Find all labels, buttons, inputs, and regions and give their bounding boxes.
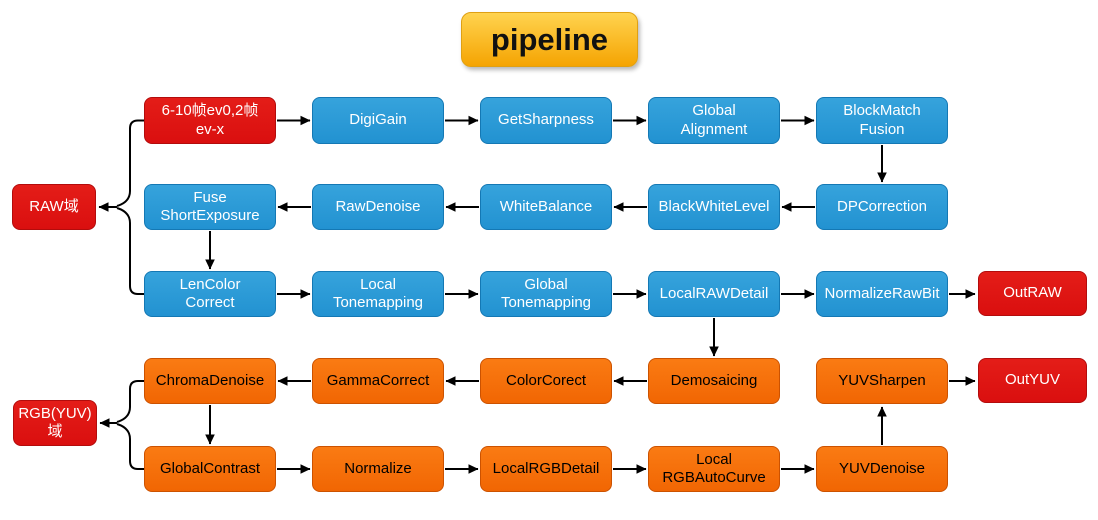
node-rgb-yuv-domain: RGB(YUV) 域 [13,400,97,446]
node-demosaicing: Demosaicing [648,358,780,404]
node-digigain: DigiGain [312,97,444,144]
node-getsharpness: GetSharpness [480,97,612,144]
node-blackwhitelevel: BlackWhiteLevel [648,184,780,230]
node-localrawdetail: LocalRAWDetail [648,271,780,317]
node-fuse-short-exposure: Fuse ShortExposure [144,184,276,230]
node-local-tonemapping: Local Tonemapping [312,271,444,317]
node-global-tonemapping: Global Tonemapping [480,271,612,317]
node-input-frames: 6-10帧ev0,2帧 ev-x [144,97,276,144]
node-lencolor-correct: LenColor Correct [144,271,276,317]
node-colorcorect: ColorCorect [480,358,612,404]
node-global-alignment: Global Alignment [648,97,780,144]
node-local-rgbautocurve: Local RGBAutoCurve [648,446,780,492]
node-chromadenoise: ChromaDenoise [144,358,276,404]
node-yuvsharpen: YUVSharpen [816,358,948,404]
node-rawdenoise: RawDenoise [312,184,444,230]
node-dpcorrection: DPCorrection [816,184,948,230]
node-yuvdenoise: YUVDenoise [816,446,948,492]
node-normalizerawbit: NormalizeRawBit [816,271,948,317]
node-outyuv: OutYUV [978,358,1087,403]
node-raw-domain: RAW域 [12,184,96,230]
title-box: pipeline [461,12,638,67]
node-outraw: OutRAW [978,271,1087,316]
node-gammacorrect: GammaCorrect [312,358,444,404]
node-globalcontrast: GlobalContrast [144,446,276,492]
node-normalize: Normalize [312,446,444,492]
node-whitebalance: WhiteBalance [480,184,612,230]
node-localrgbdetail: LocalRGBDetail [480,446,612,492]
node-blockmatch-fusion: BlockMatch Fusion [816,97,948,144]
